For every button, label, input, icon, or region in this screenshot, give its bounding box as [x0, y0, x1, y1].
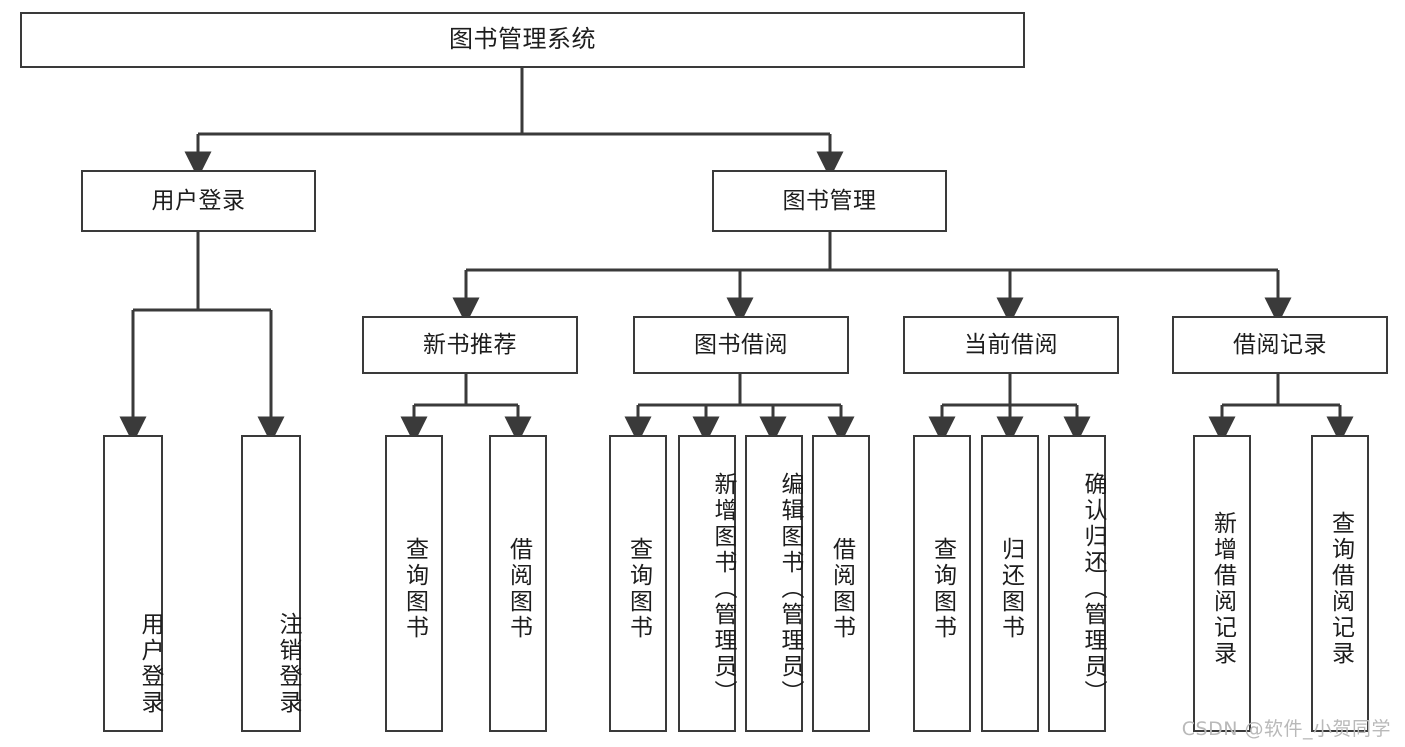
node-leaf-return-book[interactable]: 归还图书	[981, 435, 1039, 732]
node-leaf-borrow-book-2[interactable]: 借阅图书	[812, 435, 870, 732]
node-leaf-return-book-label: 归还图书	[997, 536, 1024, 641]
node-leaf-edit-book-label: 编辑图书（管理员）	[777, 471, 803, 706]
node-leaf-borrow-book-1[interactable]: 借阅图书	[489, 435, 547, 732]
node-leaf-query-book-1[interactable]: 查询图书	[385, 435, 443, 732]
node-book-manage-label: 图书管理	[782, 187, 877, 214]
node-leaf-user-login[interactable]: 用户登录	[103, 435, 163, 732]
node-current-borrow-label: 当前借阅	[964, 331, 1058, 358]
node-leaf-add-record-label: 新增借阅记录	[1209, 510, 1236, 667]
node-user-login-label: 用户登录	[151, 187, 246, 214]
node-leaf-query-record-label: 查询借阅记录	[1327, 510, 1354, 667]
node-leaf-borrow-book-1-label: 借阅图书	[505, 536, 532, 641]
node-leaf-query-record[interactable]: 查询借阅记录	[1311, 435, 1369, 732]
node-book-borrow[interactable]: 图书借阅	[633, 316, 849, 374]
node-leaf-add-book-label: 新增图书（管理员）	[710, 471, 736, 706]
node-book-manage[interactable]: 图书管理	[712, 170, 947, 232]
node-user-login[interactable]: 用户登录	[81, 170, 316, 232]
node-new-book-recommend-label: 新书推荐	[423, 331, 517, 358]
node-leaf-query-book-3-label: 查询图书	[929, 536, 956, 641]
node-leaf-confirm-return[interactable]: 确认归还（管理员）	[1048, 435, 1106, 732]
node-borrow-record[interactable]: 借阅记录	[1172, 316, 1388, 374]
node-leaf-confirm-return-label: 确认归还（管理员）	[1080, 471, 1106, 706]
node-book-borrow-label: 图书借阅	[694, 331, 788, 358]
node-root-label: 图书管理系统	[449, 25, 596, 54]
node-leaf-logout[interactable]: 注销登录	[241, 435, 301, 732]
node-root[interactable]: 图书管理系统	[20, 12, 1025, 68]
node-leaf-borrow-book-2-label: 借阅图书	[828, 536, 855, 641]
node-leaf-add-book[interactable]: 新增图书（管理员）	[678, 435, 736, 732]
node-leaf-add-record[interactable]: 新增借阅记录	[1193, 435, 1251, 732]
node-leaf-query-book-2-label: 查询图书	[625, 536, 652, 641]
node-borrow-record-label: 借阅记录	[1233, 331, 1327, 358]
node-leaf-query-book-1-label: 查询图书	[401, 536, 428, 641]
node-leaf-user-login-label: 用户登录	[137, 612, 163, 716]
node-leaf-query-book-2[interactable]: 查询图书	[609, 435, 667, 732]
node-new-book-recommend[interactable]: 新书推荐	[362, 316, 578, 374]
node-leaf-logout-label: 注销登录	[275, 612, 301, 716]
node-current-borrow[interactable]: 当前借阅	[903, 316, 1119, 374]
node-leaf-edit-book[interactable]: 编辑图书（管理员）	[745, 435, 803, 732]
node-leaf-query-book-3[interactable]: 查询图书	[913, 435, 971, 732]
